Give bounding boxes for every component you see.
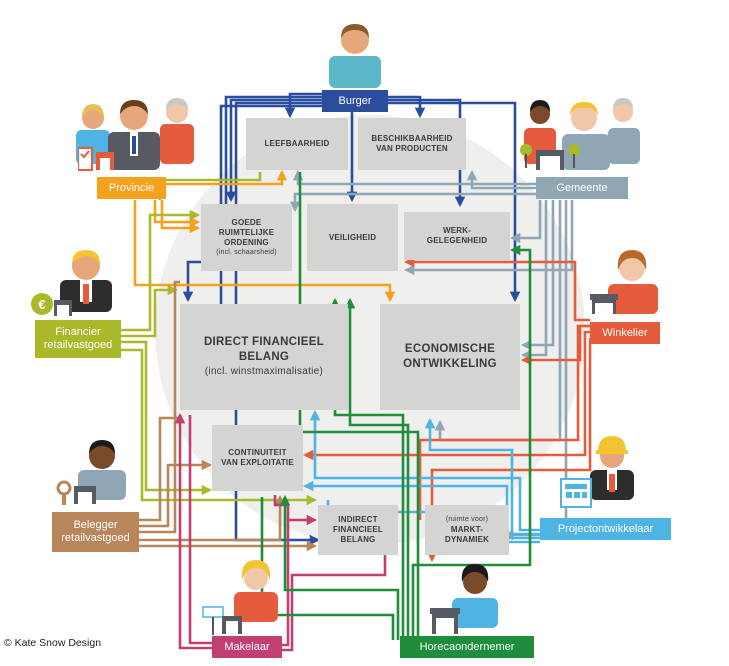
indirect-line-2: FINANCIEEL: [333, 525, 383, 534]
shop-icon: [590, 294, 618, 314]
markt-sub: (ruimte voor): [445, 516, 489, 523]
leefbaarheid-label: LEEFBAARHEID: [264, 139, 330, 148]
interest-werkgelegenheid: WERK- GELEGENHEID: [404, 212, 510, 260]
continuiteit-line-2: VAN EXPLOITATIE: [221, 458, 294, 467]
projectontwikkelaar-building-icon: [560, 478, 592, 508]
svg-text:€: €: [38, 297, 45, 312]
gemeente-label: Gemeente: [556, 181, 608, 194]
werkgelegenheid-line-1: WERK-: [442, 226, 472, 235]
direct-sub: (incl. winstmaximalisatie): [204, 366, 324, 377]
ruimtelijke-line-3: ORDENING: [224, 237, 269, 247]
makelaar-person-icon: [234, 560, 278, 622]
trees-icon: [520, 144, 580, 170]
interest-veiligheid: VEILIGHEID: [307, 204, 398, 271]
euro-coin-icon: €: [31, 293, 72, 316]
werkgelegenheid-line-2: GELEGENHEID: [426, 236, 488, 245]
projectontwikkelaar-label: Projectontwikkelaar: [557, 522, 654, 535]
horecaondernemer-label: Horecaondernemer: [419, 640, 515, 653]
indirect-line-3: BELANG: [340, 535, 376, 544]
actor-winkelier: Winkelier: [590, 322, 660, 344]
financier-line-1: Financier: [55, 326, 101, 338]
interest-continuiteit: CONTINUITEIT VAN EXPLOITATIE: [212, 425, 303, 491]
actor-financier: Financier retailvastgoed: [35, 320, 121, 358]
belegger-line-1: Belegger: [73, 519, 118, 531]
for-sale-sign-icon: [202, 606, 242, 635]
financier-person-icon: [60, 250, 112, 312]
horecaondernemer-person-icon: [452, 564, 498, 628]
provincie-label: Provincie: [108, 181, 155, 194]
ruimtelijke-line-1: GOEDE: [231, 217, 262, 227]
interest-economische-ontwikkeling: ECONOMISCHE ONTWIKKELING: [380, 304, 520, 410]
projectontwikkelaar-person-icon: [590, 436, 634, 500]
interest-beschikbaarheid: BESCHIKBAARHEID VAN PRODUCTEN: [358, 118, 466, 170]
financier-line-2: retailvastgoed: [43, 339, 113, 351]
checklist-icon: [78, 147, 114, 171]
actor-makelaar: Makelaar: [212, 636, 282, 658]
actor-belegger: Belegger retailvastgoed: [52, 512, 139, 552]
actor-gemeente: Gemeente: [536, 177, 628, 199]
winkelier-label: Winkelier: [602, 326, 648, 339]
ruimtelijke-sub: (incl. schaarsheid): [216, 248, 277, 256]
provincie-people-icon: [76, 98, 194, 170]
ruimtelijke-line-2: RUIMTELIJKE: [218, 227, 275, 237]
winkelier-person-icon: [608, 250, 658, 314]
actor-horecaondernemer: Horecaondernemer: [400, 636, 534, 658]
horeca-shop-icon: [430, 608, 460, 634]
actor-burger: Burger: [322, 90, 388, 112]
copyright-credit: © Kate Snow Design: [4, 637, 102, 649]
economische-line-2: ONTWIKKELING: [403, 358, 497, 370]
interest-leefbaarheid: LEEFBAARHEID: [246, 118, 348, 170]
burger-person-icon: [329, 24, 381, 88]
burger-label: Burger: [338, 94, 372, 107]
interest-ruimtelijke-ordening: GOEDE RUIMTELIJKE ORDENING (incl. schaar…: [201, 204, 292, 271]
indirect-line-1: INDIRECT: [338, 515, 378, 524]
belegger-line-2: retailvastgoed: [61, 532, 130, 544]
actor-provincie: Provincie: [97, 177, 166, 199]
veiligheid-label: VEILIGHEID: [328, 232, 377, 242]
markt-line-1: MARKT-: [450, 525, 484, 534]
economische-line-1: ECONOMISCHE: [404, 343, 496, 355]
interest-marktdynamiek: (ruimte voor) MARKT- DYNAMIEK: [425, 505, 509, 555]
beschikbaarheid-line-1: BESCHIKBAARHEID: [371, 134, 453, 143]
markt-line-2: DYNAMIEK: [444, 535, 490, 544]
direct-line-2: BELANG: [238, 351, 290, 363]
continuiteit-line-1: CONTINUITEIT: [228, 448, 287, 457]
makelaar-label: Makelaar: [224, 640, 270, 653]
direct-line-1: DIRECT FINANCIEEL: [203, 336, 325, 348]
actor-projectontwikkelaar: Projectontwikkelaar: [540, 518, 671, 540]
key-icon: [56, 480, 96, 505]
interest-direct-financieel: DIRECT FINANCIEEL BELANG (incl. winstmax…: [180, 304, 348, 410]
beschikbaarheid-line-2: VAN PRODUCTEN: [376, 144, 448, 153]
interest-indirect-financieel: INDIRECT FINANCIEEL BELANG: [318, 505, 398, 555]
